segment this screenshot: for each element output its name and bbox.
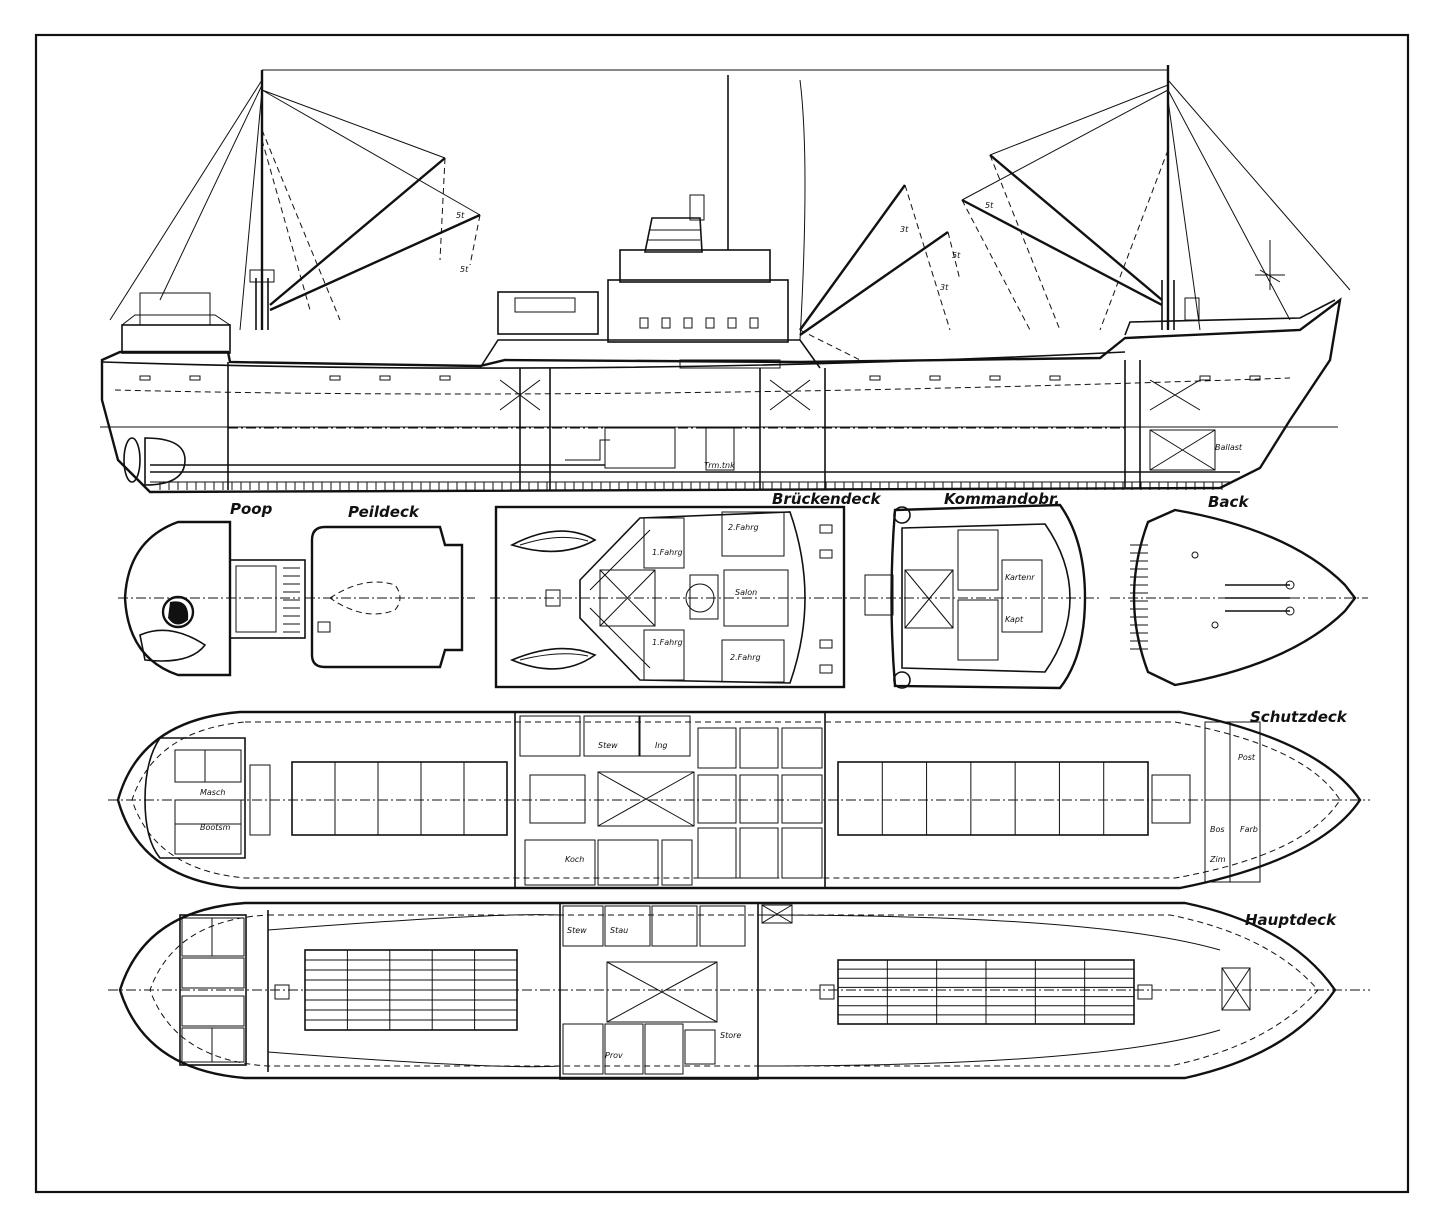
room-label-koch: Koch: [565, 855, 584, 864]
porthole: [1049, 375, 1061, 381]
room-label-1-fahrg-bottom: 1.Fahrg: [652, 638, 683, 647]
bridge-window: [705, 317, 715, 329]
room-label-stau: Stau: [610, 926, 628, 935]
cabin: [781, 774, 823, 824]
peildeck-plan: [305, 525, 475, 669]
room-label-store: Store: [720, 1031, 741, 1040]
porthole: [929, 375, 941, 381]
room-label-zim: Zim: [1209, 855, 1226, 864]
side-profile-view: 5t 5t 3t 5t 3t 5t Trm.tnk Ballast: [100, 65, 1351, 494]
derrick-label-aft-upper: 5t: [456, 211, 465, 220]
porthole: [379, 375, 391, 381]
label-kommandobruecke: Kommandobr.: [944, 490, 1060, 508]
back-deck-plan: [1110, 508, 1368, 687]
cabin: [699, 905, 746, 947]
ballast-label: Ballast: [1215, 443, 1243, 452]
room-label-stew-hd: Stew: [567, 926, 587, 935]
porthole: [329, 375, 341, 381]
frame-ticks: [159, 482, 1223, 490]
bridge-window: [749, 317, 759, 329]
label-poop: Poop: [230, 500, 273, 518]
label-back: Back: [1208, 493, 1249, 511]
cabin: [739, 827, 779, 879]
drawing-frame: [34, 33, 1410, 1194]
cabin: [651, 905, 698, 947]
porthole: [989, 375, 1001, 381]
cabin: [781, 827, 823, 879]
label-brueckendeck: Brückendeck: [772, 490, 881, 508]
derrick-label-fwd-b: 5t: [952, 251, 961, 260]
porthole: [139, 375, 151, 381]
cabin: [661, 839, 693, 886]
room-label-2-fahrg-top: 2.Fahrg: [728, 523, 759, 532]
porthole: [1249, 375, 1261, 381]
room-label-bos: Bos: [1210, 825, 1225, 834]
room-label-1-fahrg-top: 1.Fahrg: [652, 548, 683, 557]
cabin: [639, 715, 691, 757]
bridge-window: [683, 317, 693, 329]
room-label-kapitaen: Kapt: [1005, 615, 1024, 624]
room-label-steward: Stew: [598, 741, 618, 750]
cabin: [604, 1023, 644, 1075]
bridge-window: [661, 317, 671, 329]
derrick-label-fwd-c: 3t: [940, 283, 949, 292]
room-label-salon: Salon: [735, 588, 757, 597]
room-label-farb: Farb: [1240, 825, 1258, 834]
trimmtank-label: Trm.tnk: [704, 461, 735, 470]
cabin: [697, 774, 737, 824]
schutzdeck-plan: Bootsm Masch Ing Koch Stew Post Bos Farb…: [108, 710, 1370, 890]
cabin: [583, 715, 640, 757]
label-schutzdeck: Schutzdeck: [1250, 708, 1348, 726]
label-hauptdeck: Hauptdeck: [1245, 911, 1337, 929]
porthole: [1199, 375, 1211, 381]
room-label-ingenieur: Ing: [655, 741, 668, 750]
room-label-bootsmann: Bootsm: [200, 823, 231, 832]
cabin: [684, 1029, 716, 1065]
cabin: [181, 1027, 213, 1063]
cabin: [739, 774, 779, 824]
cabin: [519, 715, 581, 757]
porthole: [869, 375, 881, 381]
cabin: [739, 727, 779, 769]
cabin: [181, 957, 245, 989]
cabin: [781, 727, 823, 769]
cabin: [211, 1027, 245, 1063]
label-peildeck: Peildeck: [348, 503, 420, 521]
kommandobruecke-plan: Kartenr Kapt: [850, 503, 1100, 690]
derrick-label-fwd-a: 3t: [900, 225, 909, 234]
room-label-kartenraum: Kartenr: [1005, 573, 1035, 582]
room-label-proviant: Prov: [605, 1051, 623, 1060]
derrick-label-fore: 5t: [985, 201, 994, 210]
room-label-post: Post: [1238, 753, 1256, 762]
porthole: [189, 375, 201, 381]
cabin: [597, 839, 659, 886]
bridge-window: [727, 317, 737, 329]
bridge-window: [639, 317, 649, 329]
hauptdeck-plan: Stew Stau Prov Store: [108, 901, 1370, 1080]
cabin: [524, 839, 596, 886]
cabin: [644, 1023, 684, 1075]
room-label-2-fahrg-bottom: 2.Fahrg: [730, 653, 761, 662]
cabin: [181, 917, 213, 957]
room-label-masch: Masch: [200, 788, 225, 797]
cabin: [211, 917, 245, 957]
cabin: [697, 727, 737, 769]
cabin: [697, 827, 737, 879]
cabin: [604, 905, 651, 947]
derrick-label-aft-lower: 5t: [460, 265, 469, 274]
porthole: [439, 375, 451, 381]
cabin: [562, 905, 604, 947]
brueckendeck-plan: 2.Fahrg 1.Fahrg Salon 2.Fahrg 1.Fahrg: [490, 505, 850, 689]
poop-deck-plan: [118, 520, 306, 677]
cabin: [562, 1023, 604, 1075]
cabin: [181, 995, 245, 1027]
